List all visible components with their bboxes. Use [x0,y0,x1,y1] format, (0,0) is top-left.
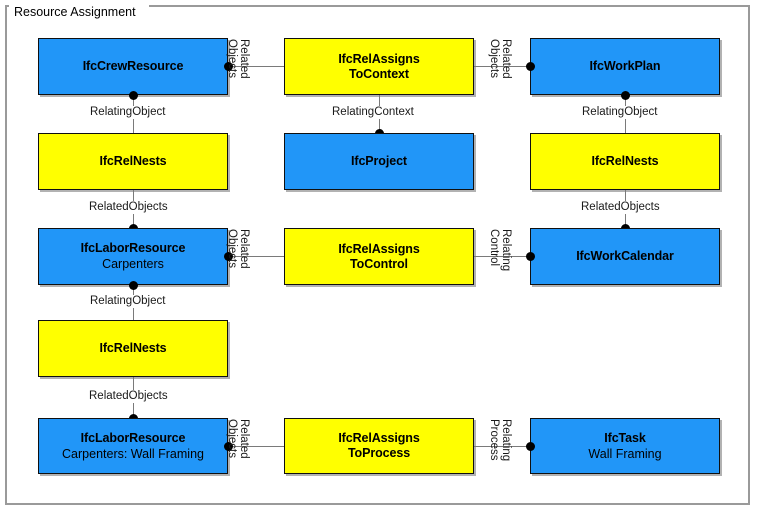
title-notch [9,5,149,8]
edge-label-relating-control: Relating [500,229,512,272]
edge-endpoint-dot [526,252,535,261]
edge-label-relating-process-2: Process [488,419,500,461]
edge-label-relatingobject: RelatingObject [580,106,660,119]
edge-label-relatingcontext: RelatingContext [330,106,416,119]
node-title: IfcRelNests [99,154,167,168]
node-title: IfcLaborResource [80,241,186,255]
node-ifcrelassignstocontrol[interactable]: IfcRelAssigns ToControl [284,228,474,285]
node-title: IfcCrewResource [82,59,184,73]
edge-label-relating-process: Relating [500,419,512,462]
edge-label-related-objects-2: Objects [226,39,238,78]
edge-label-related-objects: Related [238,229,250,269]
node-title: IfcRelNests [99,341,167,355]
edge-endpoint-dot [129,91,138,100]
edge-endpoint-dot [224,252,233,261]
edge-endpoint-dot [526,442,535,451]
node-ifcrelnests-left-1[interactable]: IfcRelNests [38,133,228,190]
node-title-line2: ToControl [350,256,408,271]
edge-labor2-to-process [228,446,284,447]
edge-endpoint-dot [224,442,233,451]
node-title: IfcTask [604,430,646,445]
edge-label-related-objects-2: Objects [226,419,238,458]
node-ifccrewresource[interactable]: IfcCrewResource [38,38,228,95]
edge-label-related-objects-2: Objects [226,229,238,268]
edge-endpoint-dot [526,62,535,71]
node-ifcrelassignstocontext[interactable]: IfcRelAssigns ToContext [284,38,474,95]
node-ifcproject[interactable]: IfcProject [284,133,474,190]
node-subtitle: Wall Framing [588,446,662,461]
node-title: IfcWorkPlan [589,59,661,73]
edge-label-related-objects: Related [500,39,512,79]
node-ifcworkcalendar[interactable]: IfcWorkCalendar [530,228,720,285]
edge-crew-to-context [228,66,284,67]
edge-process-to-task [474,446,530,447]
node-title: IfcLaborResource [80,430,186,445]
node-title-line2: ToProcess [347,446,411,460]
edge-endpoint-dot [224,62,233,71]
diagram-title: Resource Assignment [14,5,136,19]
edge-context-to-workplan [474,66,530,67]
node-title: IfcRelAssigns [338,431,420,445]
node-title: IfcRelAssigns [338,51,420,66]
node-title: IfcRelAssigns [338,241,420,256]
node-title-line2: ToContext [349,66,409,81]
edge-label-related-objects: Related [238,419,250,459]
edge-label-relatedobjects: RelatedObjects [87,390,170,403]
edge-label-related-objects-2: Objects [488,39,500,78]
node-subtitle: Carpenters: Wall Framing [62,446,204,461]
edge-control-to-calendar [474,256,530,257]
node-ifctask[interactable]: IfcTask Wall Framing [530,418,720,474]
node-ifcrelnests-right-1[interactable]: IfcRelNests [530,133,720,190]
node-title: IfcRelNests [591,154,659,168]
edge-label-relatedobjects: RelatedObjects [87,201,170,214]
node-title: IfcWorkCalendar [576,249,674,263]
edge-label-related-objects: Related [238,39,250,79]
node-ifclaborresource-carpenters[interactable]: IfcLaborResource Carpenters [38,228,228,285]
edge-label-relatingobject: RelatingObject [88,295,168,308]
node-ifclaborresource-wallframing[interactable]: IfcLaborResource Carpenters: Wall Framin… [38,418,228,474]
node-ifcrelnests-left-2[interactable]: IfcRelNests [38,320,228,377]
node-subtitle: Carpenters [102,257,164,271]
edge-label-relatingobject: RelatingObject [88,106,168,119]
node-ifcrelassignstoprocess[interactable]: IfcRelAssigns ToProcess [284,418,474,474]
node-title: IfcProject [351,154,407,168]
node-ifcworkplan[interactable]: IfcWorkPlan [530,38,720,95]
edge-label-relatedobjects: RelatedObjects [579,201,662,214]
edge-endpoint-dot [129,281,138,290]
edge-labor-to-control [228,256,284,257]
edge-endpoint-dot [621,91,630,100]
edge-label-relating-control-2: Control [488,229,500,267]
